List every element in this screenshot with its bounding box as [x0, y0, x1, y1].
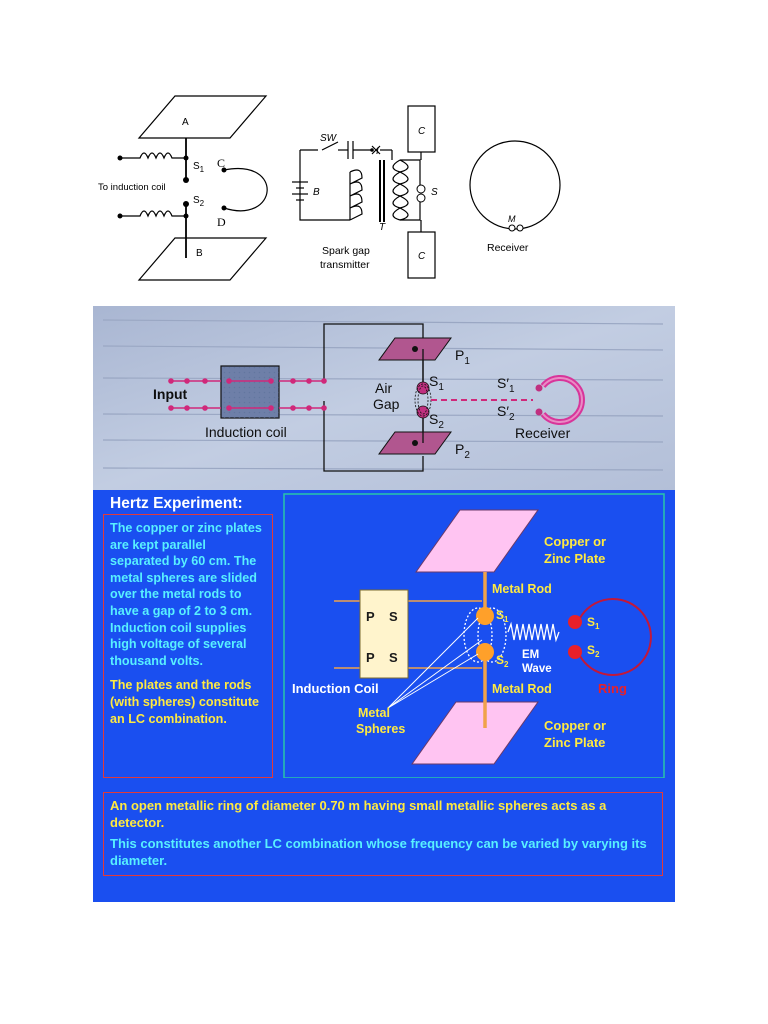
label-wave: Wave — [522, 663, 552, 675]
coil-wire-bottom — [120, 210, 186, 218]
caption-spark-gap: Spark gap — [322, 245, 370, 257]
label-metal-spheres-1: Metal — [358, 706, 390, 720]
label-battery-b: B — [313, 187, 320, 198]
label-slide-s1: S1 — [496, 608, 509, 624]
description-panel: The copper or zinc plates are kept paral… — [103, 514, 273, 778]
label-copper-top-2: Zinc Plate — [544, 551, 605, 566]
label-induction-coil-photo: Induction coil — [205, 424, 287, 440]
plate-a — [137, 95, 268, 139]
label-a: A — [182, 117, 189, 128]
label-gap: Gap — [373, 396, 400, 412]
label-air: Air — [375, 380, 392, 396]
label-metal-spheres-2: Spheres — [356, 722, 405, 736]
detector-panel: An open metallic ring of diameter 0.70 m… — [103, 792, 663, 876]
caption-receiver: Receiver — [487, 242, 529, 254]
label-c: C — [217, 156, 225, 170]
induction-coil-panel — [359, 589, 409, 679]
label-c-bottom: C — [418, 251, 426, 262]
label-s: S — [431, 187, 438, 198]
top-diagrams: A B S1 S2 C D To induction coil SW I B T… — [98, 95, 561, 281]
plate-b — [137, 237, 268, 281]
label-p-top: P — [366, 609, 375, 624]
receiver-sphere-left — [508, 224, 516, 232]
label-m: M — [508, 214, 516, 224]
hertz-slide — [93, 490, 675, 902]
label-c-top: C — [418, 126, 426, 137]
label-s2: S2 — [193, 195, 205, 208]
label-ring: Ring — [598, 681, 627, 696]
label-receiver-photo: Receiver — [515, 425, 571, 441]
receiver-sphere-right — [516, 224, 524, 232]
label-s1-prime: S′1 — [497, 375, 515, 395]
label-copper-bottom-2: Zinc Plate — [544, 735, 605, 750]
label-photo-s1: S1 — [429, 373, 444, 393]
label-input: Input — [153, 386, 188, 402]
label-photo-s2: S2 — [429, 411, 444, 431]
label-slide-s2: S2 — [496, 653, 509, 669]
label-s2-prime: S′2 — [497, 403, 515, 423]
label-metal-rod-top: Metal Rod — [492, 582, 552, 596]
label-copper-bottom-1: Copper or — [544, 718, 606, 733]
coil-wire-top — [120, 152, 186, 160]
label-d: D — [217, 215, 226, 229]
spark-sphere-bottom — [416, 193, 426, 203]
label-ring-s2: S2 — [587, 643, 600, 659]
label-i: I — [376, 146, 379, 157]
c-d-loop — [223, 167, 268, 212]
detector-text-1: An open metallic ring of diameter 0.70 m… — [110, 798, 607, 830]
label-sw: SW — [320, 133, 338, 144]
label-p1: P1 — [455, 347, 470, 367]
textbook-diagram: Input Induction coil Air Gap P1 P2 S1 S2… — [93, 306, 675, 490]
description-para-2: The plates and the rods (with spheres) c… — [110, 678, 260, 726]
caption-transmitter: transmitter — [320, 259, 370, 271]
label-s-bottom: S — [389, 650, 398, 665]
label-s-top: S — [389, 609, 398, 624]
label-to-induction-coil: To induction coil — [98, 182, 166, 193]
label-induction-coil-slide: Induction Coil — [292, 681, 379, 696]
label-metal-rod-bottom: Metal Rod — [492, 682, 552, 696]
label-ring-s1: S1 — [587, 615, 600, 631]
sphere-s1-slide — [476, 607, 494, 625]
spark-sphere-top — [416, 184, 426, 194]
copper-plate-top — [415, 509, 539, 573]
em-wave — [507, 621, 560, 643]
detector-text-2: This constitutes another LC combination … — [110, 836, 647, 868]
hertz-diagram: Copper or Zinc Plate Metal Rod Metal Rod… — [283, 493, 665, 778]
label-t: T — [379, 222, 386, 233]
ring-sphere-s1 — [568, 615, 582, 629]
label-b: B — [196, 248, 203, 259]
copper-plate-bottom — [411, 701, 539, 765]
label-p2: P2 — [455, 441, 470, 461]
detector-ring — [577, 598, 652, 676]
label-copper-top-1: Copper or — [544, 534, 606, 549]
label-p-bottom: P — [366, 650, 375, 665]
ring-sphere-s2 — [568, 645, 582, 659]
sphere-s2-slide — [476, 643, 494, 661]
slide-title: Hertz Experiment: — [110, 495, 243, 512]
description-para-1: The copper or zinc plates are kept paral… — [110, 521, 262, 668]
label-s1: S1 — [193, 161, 205, 174]
label-em: EM — [522, 649, 539, 661]
